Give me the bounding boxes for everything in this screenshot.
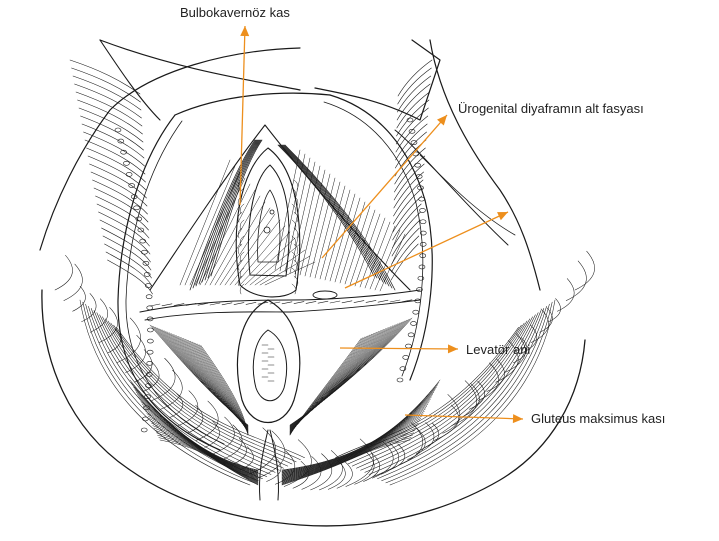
label-gluteus-maximus: Gluteus maksimus kası: [531, 412, 665, 425]
label-bulbocavernosus: Bulbokavernöz kas: [180, 6, 290, 19]
skin-folds: [40, 40, 540, 294]
label-levator-ani: Levatör ani: [466, 343, 530, 356]
levator-ani: [130, 318, 440, 485]
buttock-contour: [42, 251, 595, 526]
label-urogenital-fascia: Ürogenital diyaframın alt fasyası: [458, 102, 644, 115]
arrow-unlabeled: [345, 212, 508, 288]
transverse-perineal: [140, 290, 420, 320]
urogenital-region: [150, 125, 410, 291]
